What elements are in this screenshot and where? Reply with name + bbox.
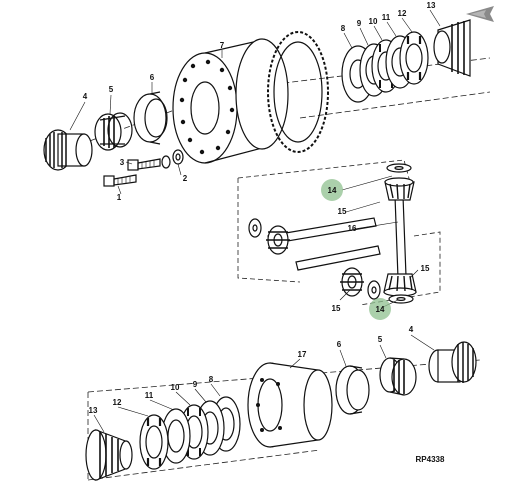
callout-12-bottom: 12 <box>113 398 122 407</box>
callout-6-top: 6 <box>150 73 155 82</box>
callout-3: 3 <box>120 158 125 167</box>
highlight-marker-14-lower[interactable] <box>369 298 391 320</box>
part-15-pinion-gear-lower <box>383 273 417 297</box>
callout-17: 17 <box>298 350 307 359</box>
callout-14-upper: 14 <box>328 186 337 195</box>
callout-13-top: 13 <box>427 1 436 10</box>
part-4-side-gear-top <box>43 129 93 171</box>
part-15-pinion-gear-left <box>266 225 290 255</box>
part-5-cone-bearing-top <box>94 112 133 151</box>
part-3-bolt <box>127 158 161 171</box>
callout-4-top: 4 <box>83 92 88 101</box>
callout-9-bottom: 9 <box>193 380 198 389</box>
callout-11-bottom: 11 <box>145 391 154 400</box>
part-15-pinion-gear-right <box>340 267 364 297</box>
callout-1: 1 <box>117 193 122 202</box>
part-13-bevel-gear-top <box>433 19 471 77</box>
highlight-marker-14-upper[interactable] <box>321 179 343 201</box>
callout-10-bottom: 10 <box>171 383 180 392</box>
callout-14-lower: 14 <box>376 305 385 314</box>
part-1-bolt <box>103 174 137 187</box>
callout-13-bottom: 13 <box>89 406 98 415</box>
part-14-thrust-washer-lower <box>388 294 414 304</box>
callout-15-upper: 15 <box>338 207 347 216</box>
callout-7: 7 <box>220 41 225 50</box>
part-2-washer <box>161 149 184 169</box>
part-13-bevel-gear-bottom <box>85 429 133 481</box>
middle-dashed-enclosure <box>237 159 441 306</box>
callout-6-bottom: 6 <box>337 340 342 349</box>
callout-12-top: 12 <box>398 9 407 18</box>
part-7-differential-carrier <box>172 31 329 164</box>
callout-8-top: 8 <box>341 24 346 33</box>
callout-15-right: 15 <box>421 264 430 273</box>
callout-9-top: 9 <box>357 19 362 28</box>
part-15-pinion-gear-upper <box>384 177 415 201</box>
callout-11-top: 11 <box>382 13 391 22</box>
callout-16: 16 <box>348 224 357 233</box>
callout-10-top: 10 <box>369 17 378 26</box>
part-12-plate-top <box>399 31 429 85</box>
callout-5-bottom: 5 <box>378 335 383 344</box>
part-14-thrust-washer-mid <box>367 280 381 300</box>
part-14-thrust-washer-upper <box>386 163 412 173</box>
part-17-carrier-housing-bottom <box>247 362 333 448</box>
part-14-thrust-washer-left <box>248 218 262 238</box>
callout-leader-lines <box>69 9 441 433</box>
part-6-bearing-cup-bottom <box>335 365 370 415</box>
part-4-side-gear-bottom <box>428 341 477 383</box>
diagram-reference-code: RP4338 <box>416 455 445 464</box>
callout-4-bottom: 4 <box>409 325 414 334</box>
callout-2: 2 <box>183 174 188 183</box>
part-5-cone-bearing-bottom <box>379 357 417 396</box>
part-12-plate-bottom <box>139 414 169 470</box>
callout-8-bottom: 8 <box>209 375 214 384</box>
corner-arrow-icon[interactable] <box>466 6 494 22</box>
callout-15-left: 15 <box>332 304 341 313</box>
callout-5-top: 5 <box>109 85 114 94</box>
callout-labels: 1 2 3 4 5 6 7 8 9 10 11 12 13 14 15 16 1… <box>83 1 445 464</box>
part-6-bearing-cup-top <box>133 91 168 145</box>
